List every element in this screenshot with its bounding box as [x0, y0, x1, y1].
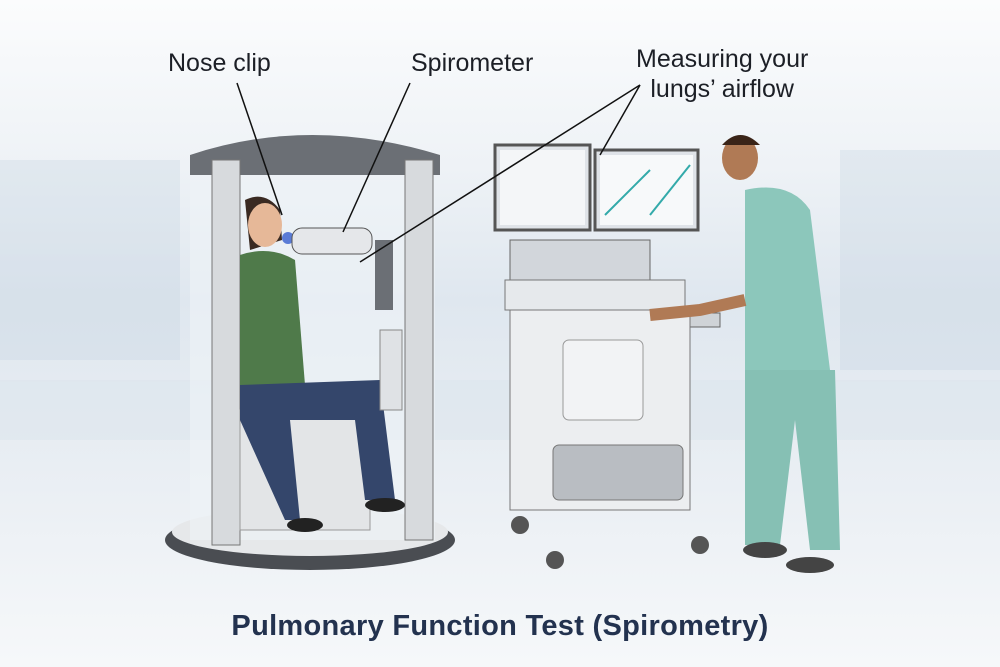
pft-cart [493, 143, 721, 569]
spirometry-booth [165, 135, 455, 570]
patient [240, 196, 405, 532]
clinician [649, 135, 840, 573]
leader-lines [236, 82, 641, 263]
label-airflow-line1: Measuring your [636, 45, 809, 73]
label-spirometer: Spirometer [411, 49, 534, 77]
diagram-title: Pulmonary Function Test (Spirometry) [231, 610, 769, 642]
label-airflow-line2: lungs’ airflow [650, 75, 794, 103]
label-airflow: Measuring your lungs’ airflow [636, 44, 808, 104]
spirometer-device [282, 227, 403, 411]
label-nose-clip: Nose clip [168, 49, 271, 77]
